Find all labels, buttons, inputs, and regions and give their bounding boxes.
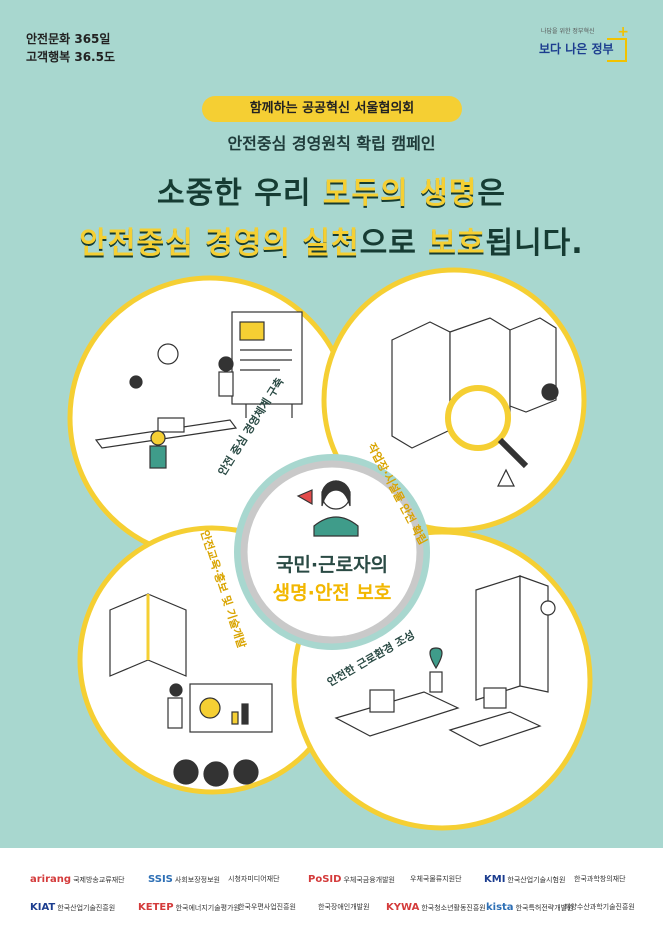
headline-1-part-c: 은	[477, 176, 506, 211]
campaign-slogan: 안전문화 365일 고객행복 36.5도	[26, 30, 115, 66]
slogan-line-1: 안전문화 365일	[26, 32, 111, 46]
center-line-1: 국민·근로자의	[275, 554, 389, 576]
headline-1-part-b: 모두의 생명	[322, 176, 478, 211]
gov-logo-tagline: 나답을 위한 정부혁신	[541, 28, 595, 35]
headline-line-2: 안전중심 경영의 실천으로 보호됩니다.	[0, 218, 663, 262]
headline-line-1: 소중한 우리 모두의 생명은	[0, 168, 663, 212]
announcer-character-icon	[296, 480, 359, 537]
government-logo: 나답을 위한 정부혁신 보다 나은 정부 +	[533, 24, 629, 68]
headline-2-part-a: 안전중심 경영의 실천	[79, 226, 360, 261]
partner-logo: 한국과학창의재단	[574, 875, 626, 883]
center-circle	[240, 460, 424, 644]
headline-1-part-a: 소중한 우리	[157, 176, 323, 211]
gov-logo-plus-icon: +	[617, 24, 629, 40]
campaign-subtitle: 안전중심 경영원칙 확립 캠페인	[227, 134, 436, 153]
education-presentation-illustration	[109, 593, 273, 787]
office-desk-illustration	[334, 575, 556, 747]
headline-2-part-b: 으로	[359, 226, 429, 261]
headline-2-part-c: 보호	[428, 226, 486, 261]
partner-logo: 우체국물류지원단	[410, 875, 462, 883]
gov-logo-bracket-icon	[607, 38, 627, 62]
partner-logo: 한국장애인개발원	[318, 903, 370, 911]
office-meeting-illustration	[94, 311, 303, 469]
gov-logo-name: 보다 나은 정부	[539, 42, 614, 56]
headline-2-part-d: 됩니다.	[485, 226, 584, 261]
slogan-line-2: 고객행복 36.5도	[26, 50, 115, 64]
council-pill: 함께하는 공공혁신 서울협의회	[202, 96, 462, 122]
partner-logo: 시청자미디어재단	[228, 875, 280, 883]
partner-logo: 해양수산과학기술진흥원	[564, 903, 635, 911]
center-line-2: 생명·안전 보호	[272, 582, 392, 604]
partner-logo: 한국우편사업진흥원	[238, 903, 296, 911]
buildings-magnifier-illustration	[391, 317, 559, 487]
